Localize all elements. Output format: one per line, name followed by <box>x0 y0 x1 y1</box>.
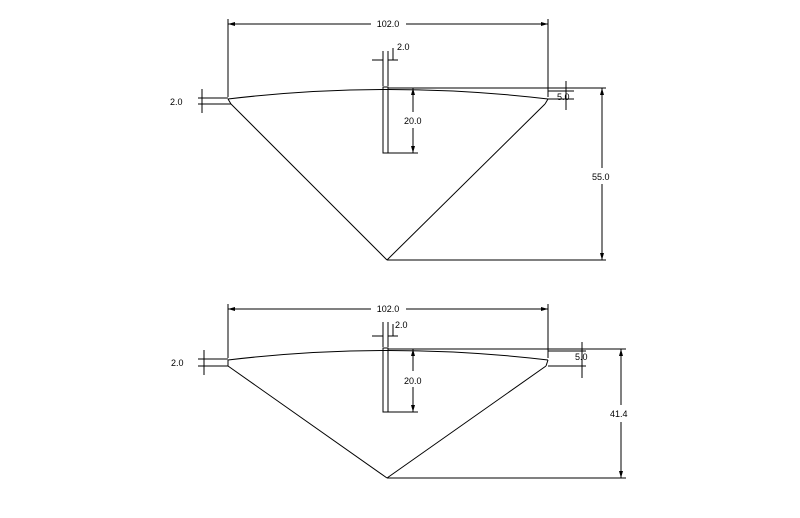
slot-depth-label: 20.0 <box>404 376 422 386</box>
slot-width-label: 2.0 <box>395 320 408 330</box>
right-slanted-edge <box>386 365 547 479</box>
right-rise-label: 5.0 <box>575 352 588 362</box>
dimension-slot-width-2: 2.0 <box>372 320 408 347</box>
dimension-left-thickness-1: 2.0 <box>170 89 231 113</box>
part-outline-1 <box>227 86 549 261</box>
dimension-width-1: 102.0 <box>227 19 549 97</box>
left-thickness-label: 2.0 <box>170 97 183 107</box>
dimension-slot-depth-2: 20.0 <box>388 348 422 413</box>
right-rise-label: 5.0 <box>557 92 570 102</box>
drawing-1: 102.0 2.0 20.0 2.0 <box>170 19 610 261</box>
drawing-2: 102.0 2.0 20.0 2.0 <box>171 304 628 479</box>
left-slanted-edge <box>230 103 388 261</box>
total-height-label: 55.0 <box>592 172 610 182</box>
right-chamfer <box>544 98 549 105</box>
width-label: 102.0 <box>377 304 400 314</box>
right-slanted-edge <box>386 103 546 261</box>
dimension-width-2: 102.0 <box>227 304 549 358</box>
dimension-slot-width-1: 2.0 <box>372 42 410 86</box>
left-slanted-edge <box>227 365 388 479</box>
left-chamfer <box>227 98 232 105</box>
dimension-right-rise-1: 5.0 <box>548 81 574 110</box>
dimension-total-height-2: 41.4 <box>387 348 628 479</box>
width-label: 102.0 <box>377 19 400 29</box>
center-slot <box>382 347 389 413</box>
center-slot <box>382 86 389 154</box>
right-chamfer <box>545 359 549 367</box>
slot-width-label: 2.0 <box>397 42 410 52</box>
slot-depth-label: 20.0 <box>404 116 422 126</box>
dimension-total-height-1: 55.0 <box>387 87 610 261</box>
left-thickness-label: 2.0 <box>171 358 184 368</box>
part-outline-2 <box>227 347 549 479</box>
dimension-slot-depth-1: 20.0 <box>388 87 422 154</box>
dimension-right-rise-2: 5.0 <box>548 342 588 378</box>
dimension-left-thickness-2: 2.0 <box>171 350 228 375</box>
total-height-label: 41.4 <box>610 409 628 419</box>
